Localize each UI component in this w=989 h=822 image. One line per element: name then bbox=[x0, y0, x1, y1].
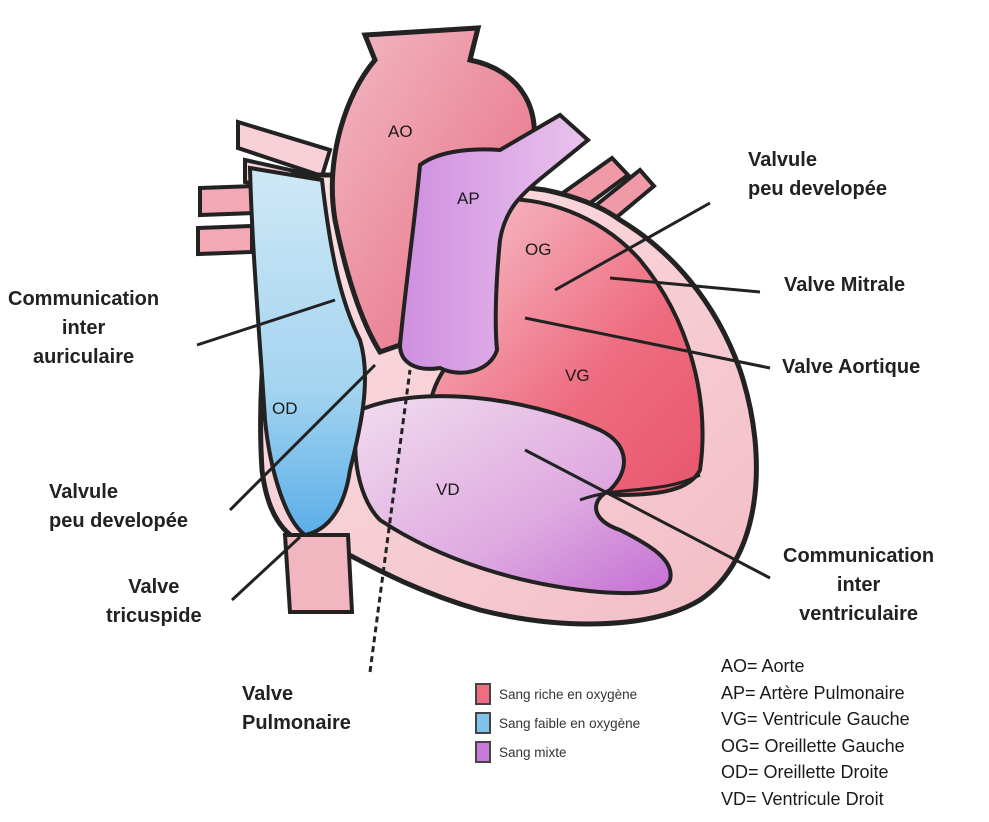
legend-label: Sang riche en oxygène bbox=[499, 687, 637, 702]
abbreviation-vd: VD= Ventricule Droit bbox=[721, 786, 910, 813]
chamber-label-ap: AP bbox=[457, 189, 480, 209]
label-line: Valvule bbox=[49, 478, 188, 507]
abbreviation-od: OD= Oreillette Droite bbox=[721, 759, 910, 786]
label-line: Valve bbox=[242, 680, 351, 709]
label-line: peu developée bbox=[49, 507, 188, 536]
legend-swatch bbox=[475, 683, 491, 705]
legend-label: Sang mixte bbox=[499, 745, 567, 760]
abbreviation-og: OG= Oreillette Gauche bbox=[721, 733, 910, 760]
label-line: ventriculaire bbox=[783, 600, 934, 629]
legend-swatch bbox=[475, 712, 491, 734]
abbreviation-ao: AO= Aorte bbox=[721, 653, 910, 680]
legend-label: Sang faible en oxygène bbox=[499, 716, 640, 731]
chamber-label-ao: AO bbox=[388, 122, 413, 142]
label-communication-inter-ventriculaire: Communication inter ventriculaire bbox=[783, 542, 934, 629]
label-line: Valve Aortique bbox=[782, 353, 920, 382]
label-communication-inter-auriculaire: Communication inter auriculaire bbox=[8, 285, 159, 372]
chamber-label-vd: VD bbox=[436, 480, 460, 500]
chamber-label-od: OD bbox=[272, 399, 298, 419]
chamber-label-vg: VG bbox=[565, 366, 590, 386]
label-line: Communication bbox=[8, 285, 159, 314]
label-line: inter bbox=[8, 314, 159, 343]
label-valvule-peu-developee-left: Valvule peu developée bbox=[49, 478, 188, 536]
label-line: Pulmonaire bbox=[242, 709, 351, 738]
label-line: auriculaire bbox=[8, 343, 159, 372]
label-line: Valve bbox=[106, 573, 202, 602]
abbreviation-ap: AP= Artère Pulmonaire bbox=[721, 680, 910, 707]
legend-item-mixed: Sang mixte bbox=[475, 741, 567, 763]
legend-item-oxygen-poor: Sang faible en oxygène bbox=[475, 712, 640, 734]
label-valve-mitrale: Valve Mitrale bbox=[784, 271, 905, 300]
chamber-label-og: OG bbox=[525, 240, 551, 260]
legend-swatch bbox=[475, 741, 491, 763]
label-valve-tricuspide: Valve tricuspide bbox=[106, 573, 202, 631]
abbreviation-list: AO= Aorte AP= Artère Pulmonaire VG= Vent… bbox=[721, 653, 910, 812]
abbreviation-vg: VG= Ventricule Gauche bbox=[721, 706, 910, 733]
label-line: Valvule bbox=[748, 146, 887, 175]
label-line: peu developée bbox=[748, 175, 887, 204]
label-valvule-peu-developee-top: Valvule peu developée bbox=[748, 146, 887, 204]
label-line: Communication bbox=[783, 542, 934, 571]
label-line: Valve Mitrale bbox=[784, 271, 905, 300]
legend-item-oxygen-rich: Sang riche en oxygène bbox=[475, 683, 637, 705]
label-line: inter bbox=[783, 571, 934, 600]
label-valve-aortique: Valve Aortique bbox=[782, 353, 920, 382]
label-valve-pulmonaire: Valve Pulmonaire bbox=[242, 680, 351, 738]
inferior-vena-cava bbox=[285, 535, 352, 612]
label-line: tricuspide bbox=[106, 602, 202, 631]
